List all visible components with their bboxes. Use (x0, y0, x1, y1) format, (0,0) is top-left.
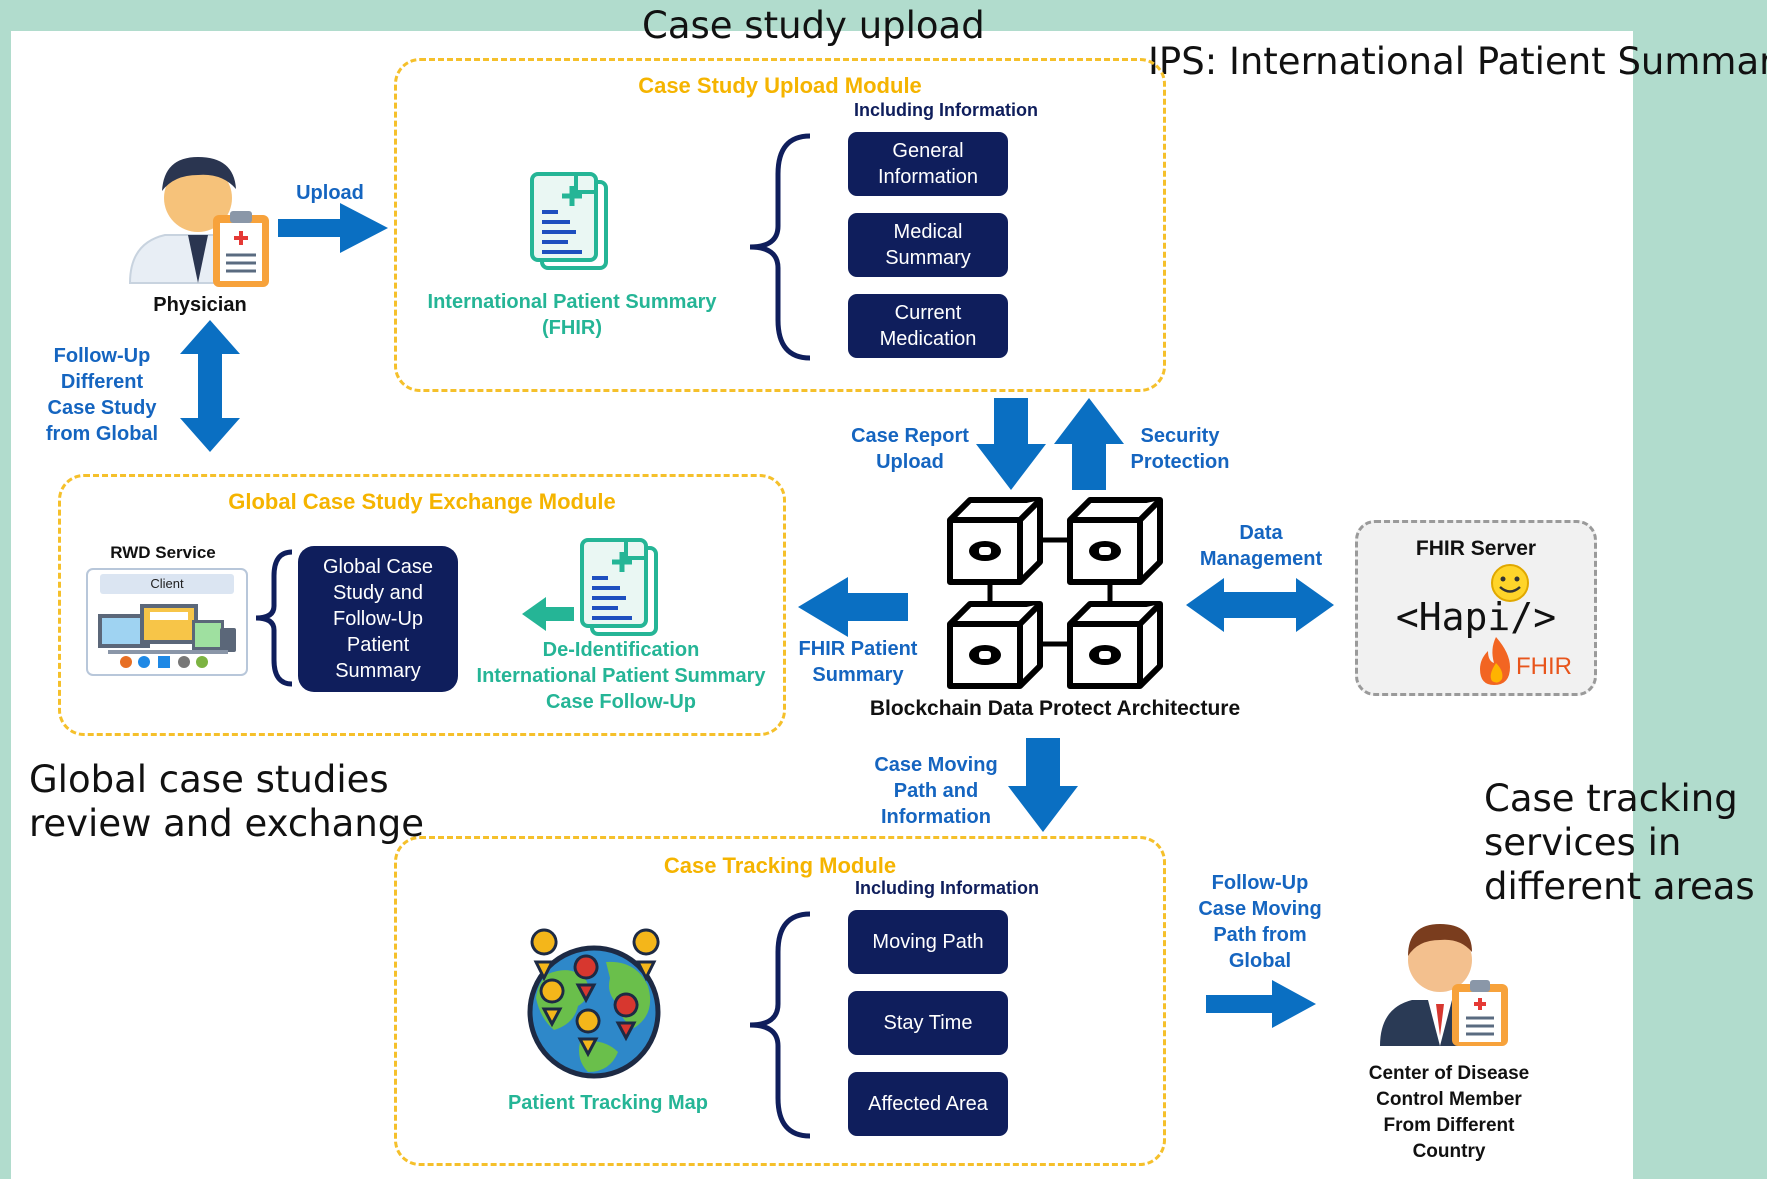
affected-area-box: Affected Area (848, 1072, 1008, 1136)
fhir-server-panel: FHIR Server <Hapi/> FHIR (1355, 520, 1597, 696)
follow-up-moving-path-label: Follow-Up Case Moving Path from Global (1198, 872, 1322, 972)
tracking-module-title: Case Tracking Module (663, 853, 897, 878)
moving-path-box: Moving Path (848, 910, 1008, 974)
case-report-upload-label: Case Report Upload (851, 425, 969, 473)
document-icon (530, 172, 608, 270)
fhir-logo-text: FHIR (1516, 653, 1572, 680)
upload-including-label: Including Information (854, 100, 1038, 120)
rwd-client-panel: Client (86, 568, 248, 676)
globe-map-icon (527, 928, 661, 1079)
patient-tracking-map-label: Patient Tracking Map (507, 1092, 709, 1114)
exchange-brace-icon (255, 549, 293, 687)
cdc-member-label: Center of Disease Control Member From Di… (1368, 1063, 1530, 1162)
follow-up-global-label: Follow-Up Different Case Study from Glob… (45, 345, 159, 445)
client-bar: Client (100, 574, 234, 594)
hapi-logo-text: <Hapi/> (1395, 595, 1557, 639)
rwd-service-label: RWD Service (110, 543, 216, 562)
ips-fhir-label: International Patient Summary (FHIR) (427, 291, 717, 339)
blockchain-icon (947, 497, 1163, 689)
tracking-services-annotation: Case tracking services in different area… (1484, 777, 1755, 908)
upload-module-title: Case Study Upload Module (638, 73, 922, 98)
fhir-patient-summary-label: FHIR Patient Summary (798, 638, 918, 686)
deid-teal-arrow-icon (522, 597, 574, 631)
upload-arrow-icon (278, 203, 388, 253)
physician-icon (128, 157, 269, 287)
deid-document-icon (580, 538, 658, 636)
physician-label: Physician (153, 294, 247, 316)
cdc-member-icon (1380, 924, 1508, 1046)
devices-icon (98, 604, 236, 668)
case-report-down-arrow-icon (976, 398, 1046, 490)
data-management-double-arrow-icon (1186, 578, 1334, 632)
ips-note: IPS: International Patient Summary (1148, 40, 1767, 83)
exchange-module-title: Global Case Study Exchange Module (228, 489, 616, 514)
tracking-including-label: Including Information (855, 878, 1039, 898)
case-tracking-module (394, 836, 1166, 1166)
fhir-server-title: FHIR Server (1415, 537, 1537, 560)
fhir-summary-left-arrow-icon (798, 577, 908, 637)
case-study-upload-module (394, 58, 1166, 392)
smiley-icon (1491, 564, 1529, 602)
security-protection-label: Security Protection (1130, 425, 1230, 473)
follow-up-right-arrow-icon (1206, 980, 1316, 1028)
blockchain-label: Blockchain Data Protect Architecture (869, 697, 1241, 720)
case-moving-down-arrow-icon (1008, 738, 1078, 832)
security-up-arrow-icon (1054, 398, 1124, 490)
current-medication-box: Current Medication (848, 294, 1008, 358)
deid-label: De-Identification International Patient … (476, 639, 766, 713)
fire-icon (1480, 637, 1510, 685)
general-information-box: General Information (848, 132, 1008, 196)
tracking-brace-icon (749, 911, 811, 1139)
data-management-label: Data Management (1199, 522, 1323, 570)
follow-up-double-arrow-icon (180, 320, 240, 452)
upload-label: Upload (296, 182, 364, 204)
medical-summary-box: Medical Summary (848, 213, 1008, 277)
global-review-annotation: Global case studies review and exchange (29, 758, 425, 845)
stay-time-box: Stay Time (848, 991, 1008, 1055)
global-case-summary-box: Global Case Study and Follow-Up Patient … (298, 546, 458, 692)
case-study-upload-annotation: Case study upload (642, 4, 985, 47)
case-moving-path-label: Case Moving Path and Information (874, 754, 998, 828)
upload-brace-icon (749, 133, 811, 361)
global-exchange-module (58, 474, 786, 736)
